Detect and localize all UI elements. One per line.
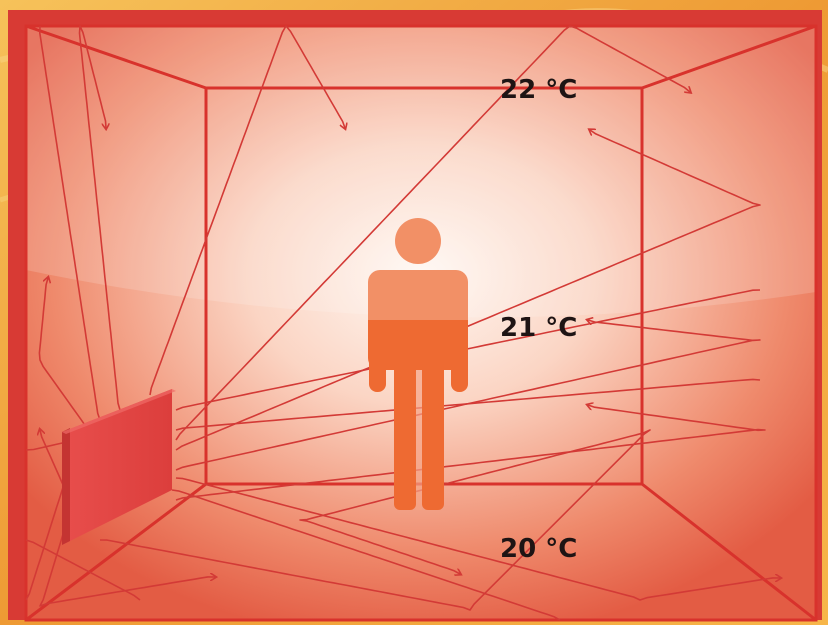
wavy-arrow-icon	[25, 539, 141, 601]
wavy-arrow-icon	[99, 429, 651, 611]
floor-temperature-label: 20 °C	[500, 534, 577, 564]
wavy-arrow-icon	[175, 477, 780, 601]
wavy-arrow-icon	[78, 25, 121, 411]
wavy-arrow-icon	[175, 405, 766, 501]
wavy-arrow-icon	[38, 278, 91, 431]
radiator-icon	[62, 389, 176, 545]
wavy-arrow-icon	[171, 489, 561, 621]
wavy-arrow-icon	[175, 378, 761, 431]
wavy-arrow-icon	[25, 479, 65, 601]
gloss-highlight	[26, 26, 816, 318]
wavy-arrow-icon	[175, 320, 761, 471]
wavy-arrow-icon	[39, 25, 101, 421]
middle-temperature-label: 21 °C	[500, 313, 577, 343]
person-icon	[368, 218, 468, 510]
wavy-arrow-icon	[39, 519, 215, 607]
wavy-arrow-icon	[175, 130, 761, 451]
wavy-arrow-icon	[149, 25, 345, 396]
wavy-arrow-icon	[175, 25, 690, 441]
ceiling-temperature-label: 22 °C	[500, 75, 577, 105]
